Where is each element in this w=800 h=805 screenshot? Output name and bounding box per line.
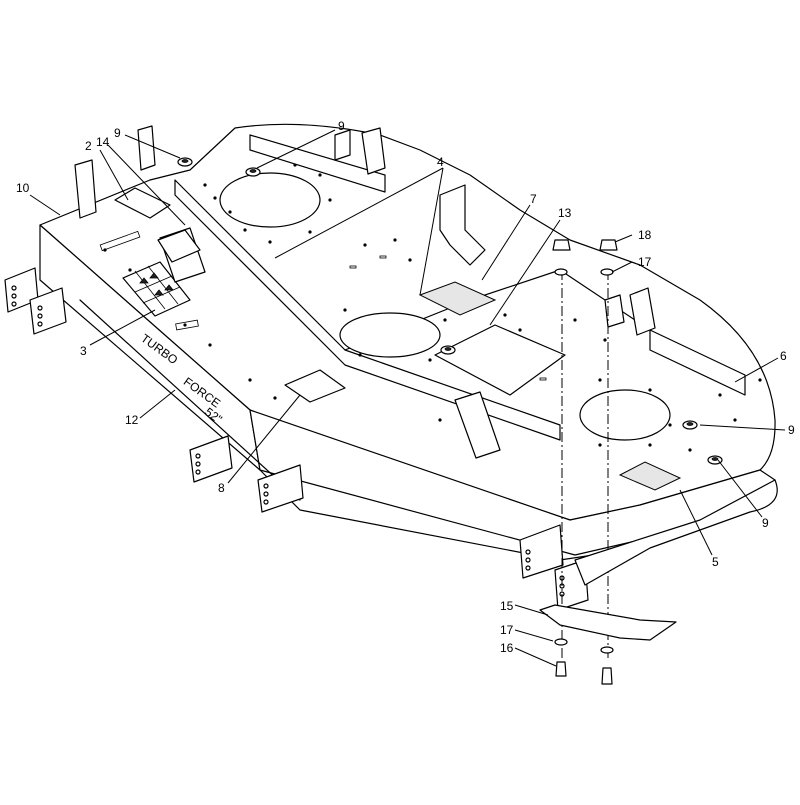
decal-top-center [434,324,566,396]
callout-16: 16 [500,641,514,655]
callout-6: 6 [780,349,787,363]
callout-14: 14 [96,135,110,149]
bolt-left [555,661,567,677]
blade [539,604,677,641]
bracket-rear [439,184,486,266]
decal-7 [418,281,497,316]
mounting-tabs [4,267,589,611]
washer-bottom-left [554,638,568,646]
decal-right [618,461,682,491]
callout-4: 4 [437,155,444,169]
callout-9-b: 9 [338,119,345,133]
callout-15: 15 [500,599,514,613]
callout-7: 7 [530,192,537,206]
blade-opening-left [219,172,321,228]
bolt-right [601,667,613,685]
plug-caps [177,157,723,465]
washer-bottom-right [600,646,614,654]
blade-assembly [539,239,778,685]
callout-8: 8 [218,481,225,495]
callout-5: 5 [712,555,719,569]
callout-9-c: 9 [788,423,795,437]
callout-9-a: 9 [114,126,121,140]
deck-slots [99,230,547,381]
washer-top-left [554,268,568,276]
callout-3: 3 [80,344,87,358]
warning-decal [122,261,191,317]
nut-left [552,239,571,251]
callout-17-b: 17 [500,623,514,637]
callout-2: 2 [85,139,92,153]
callout-17-a: 17 [638,255,652,269]
mower-deck: TURBO FORCE 52" [4,123,776,611]
blade-opening-right [579,389,671,441]
washer-top-right [600,268,614,276]
blade-opening-center [339,312,441,358]
callout-18: 18 [638,228,652,242]
baffle-right [649,329,746,396]
leader-lines [29,129,786,667]
callout-12: 12 [125,413,139,427]
decal-left-top [114,187,171,219]
bracket-14 [157,229,201,263]
callout-9-d: 9 [762,516,769,530]
callout-13: 13 [558,206,572,220]
callout-10: 10 [16,181,30,195]
baffle-rear-left [249,134,386,193]
callouts: 9 14 2 10 9 4 7 13 18 17 3 6 12 9 8 9 5 … [16,119,795,655]
decal-front [284,369,346,403]
nut-right [599,239,618,251]
